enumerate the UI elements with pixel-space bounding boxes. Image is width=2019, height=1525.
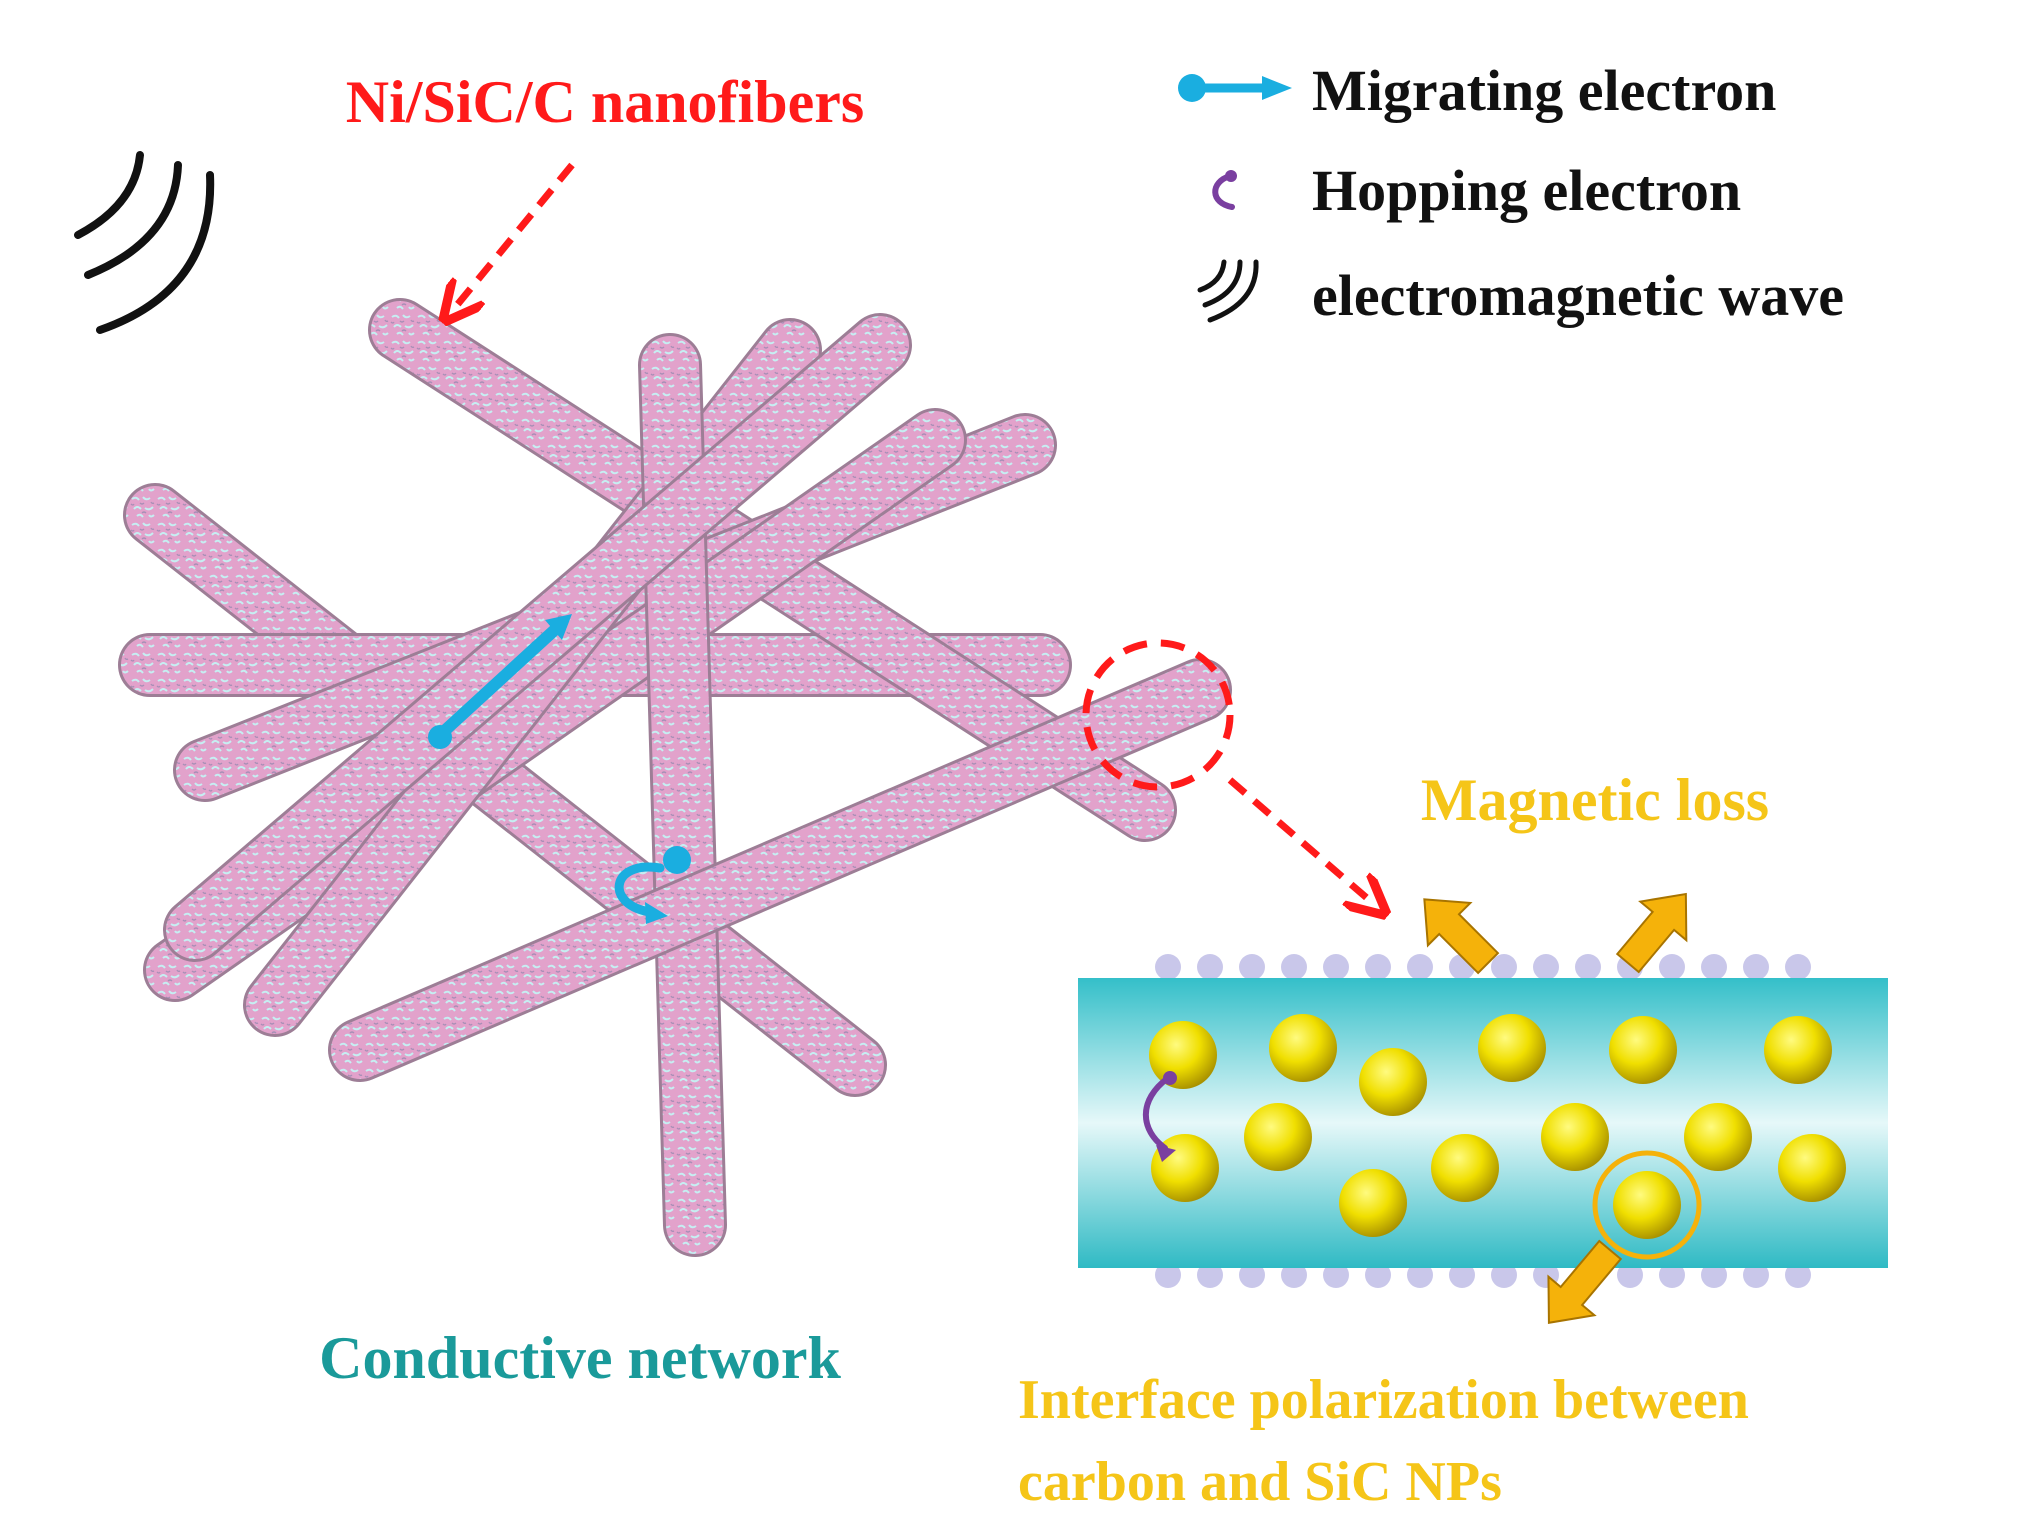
fiber-cross-section xyxy=(1078,978,1888,1268)
migrating-electron-icon xyxy=(1178,74,1292,102)
legend-item-hopping: Hopping electron xyxy=(1212,158,1741,223)
fiber-5 xyxy=(143,408,967,1002)
legend-wave-icon xyxy=(1197,259,1259,323)
zoomed-fiber xyxy=(1078,954,1888,1288)
interface-polarization-arrow xyxy=(1547,1239,1623,1324)
interface-ring-icon xyxy=(1592,1150,1702,1260)
hopping-electron-on-fiber xyxy=(614,846,691,924)
zoom-circle-icon xyxy=(1082,639,1234,791)
magnetic-loss-arrows xyxy=(1423,892,1688,975)
hopping-electron-np xyxy=(1142,1071,1177,1162)
dashed-arrow-icon xyxy=(453,162,575,310)
magnetic-loss-label: Magnetic loss xyxy=(1421,767,1769,833)
fiber-9 xyxy=(328,658,1232,1082)
fiber-1 xyxy=(123,483,887,1097)
zoom-arrow-icon xyxy=(1227,777,1375,905)
legend-hopping-label: Hopping electron xyxy=(1312,158,1741,223)
legend-wave-label: electromagnetic wave xyxy=(1312,263,1844,328)
legend-item-wave: electromagnetic wave xyxy=(1197,259,1844,328)
interface-polarization-label-line1: Interface polarization between xyxy=(1018,1369,1749,1431)
interface-polarization-label-line2: carbon and SiC NPs xyxy=(1018,1451,1502,1513)
legend-migrating-label: Migrating electron xyxy=(1312,58,1776,123)
hopping-electron-icon xyxy=(1212,170,1237,210)
conductive-network-label: Conductive network xyxy=(319,1325,841,1391)
legend-item-migrating: Migrating electron xyxy=(1178,58,1776,123)
nanofibers-label: Ni/SiC/C nanofibers xyxy=(346,69,864,135)
fiber-network xyxy=(118,298,1232,1257)
electromagnetic-wave-icon xyxy=(74,151,215,334)
sic-nanoparticles xyxy=(1149,1014,1846,1239)
migrating-electron-on-fiber xyxy=(428,614,572,749)
legend: Migrating electron Hopping electron elec… xyxy=(1178,58,1844,328)
